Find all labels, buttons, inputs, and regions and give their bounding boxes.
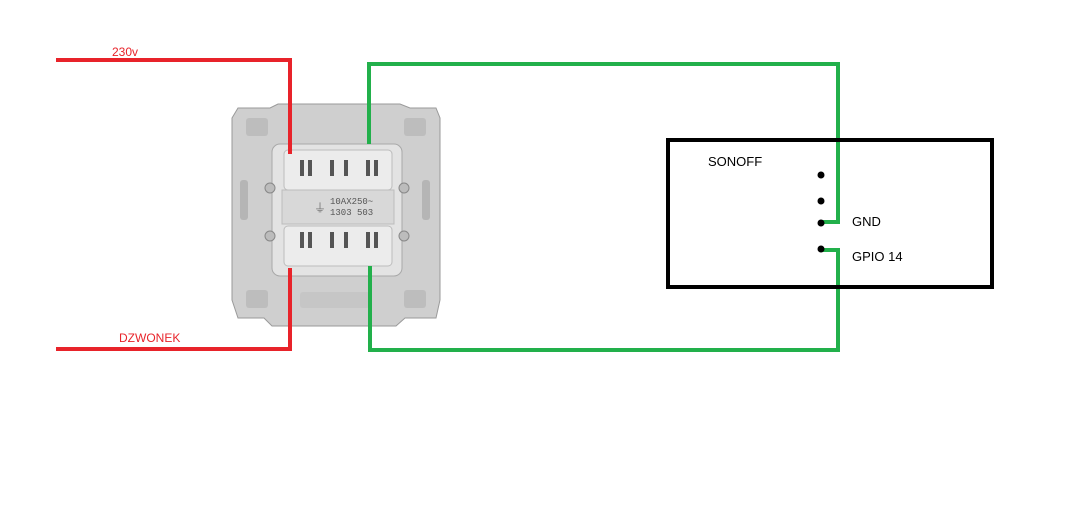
pin-dot-gpio: [817, 245, 825, 253]
pin-dot: [817, 197, 825, 205]
bell-wire-dzwonek: [56, 268, 292, 351]
label-dzwonek: DZWONEK: [119, 331, 181, 345]
label-gnd: GND: [852, 214, 881, 229]
green-wire-gpio: [368, 248, 840, 352]
supply-wire-230v: [56, 58, 292, 154]
green-wire-gnd: [367, 62, 840, 224]
light-switch: 10AX250~ 1303 503 ⏚: [231, 103, 441, 327]
pin-dot-gnd: [817, 219, 825, 227]
sonoff-module-box: [666, 138, 994, 289]
label-gpio-14: GPIO 14: [852, 249, 903, 264]
switch-marking-line2: 1303 503: [330, 208, 373, 218]
switch-marking-line1: 10AX250~: [330, 197, 373, 207]
label-230v: 230v: [112, 45, 139, 59]
pin-dot: [817, 171, 825, 179]
svg-text:⏚: ⏚: [314, 201, 326, 215]
label-sonoff: SONOFF: [708, 154, 763, 169]
